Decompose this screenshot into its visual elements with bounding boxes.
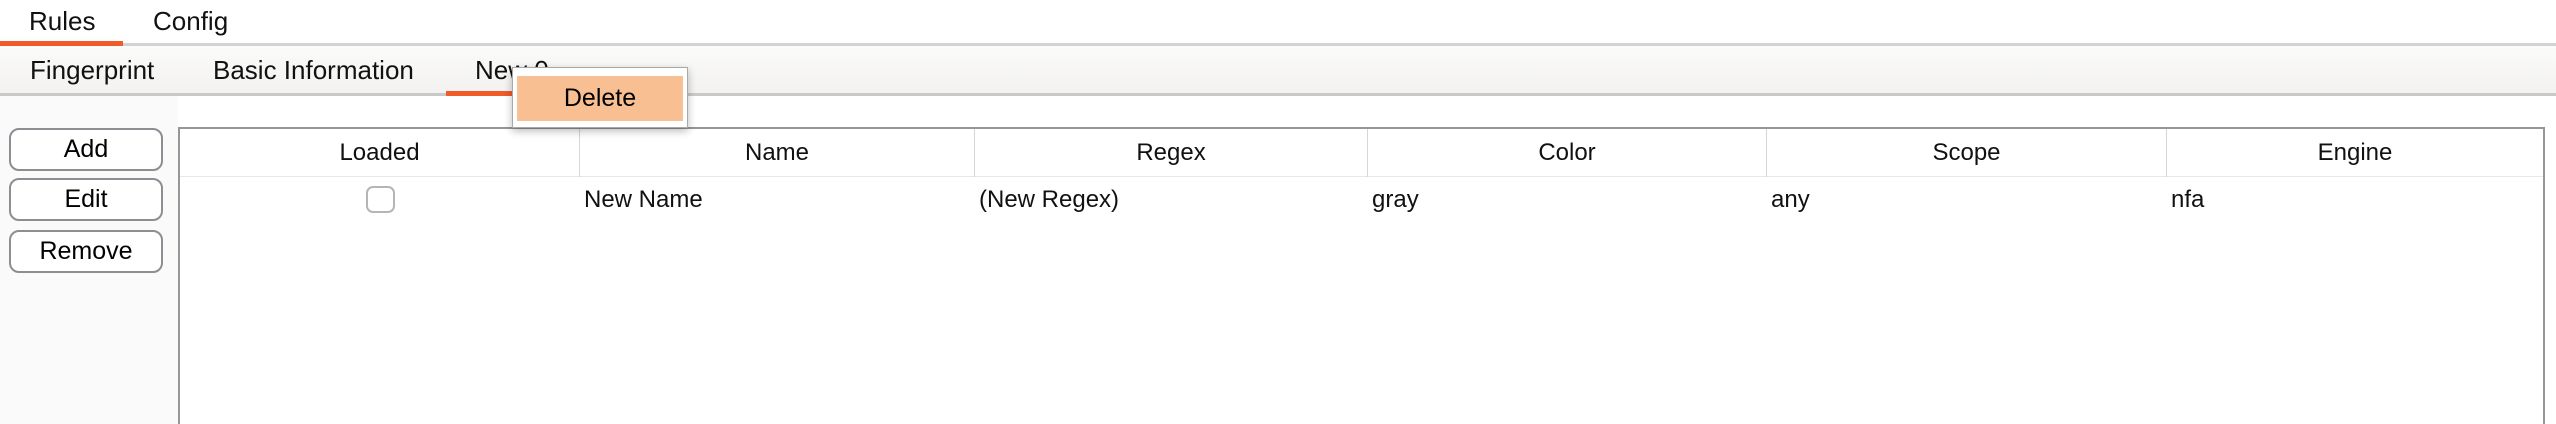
loaded-checkbox[interactable] — [365, 186, 395, 213]
context-menu: Delete — [512, 67, 688, 128]
active-tab-underline — [0, 41, 123, 46]
column-header-color[interactable]: Color — [1368, 129, 1767, 177]
remove-button[interactable]: Remove — [9, 230, 163, 273]
menu-item-delete[interactable]: Delete — [517, 76, 683, 121]
active-subtab-underline — [446, 91, 570, 96]
edit-button[interactable]: Edit — [9, 178, 163, 221]
tab-rules[interactable]: Rules — [29, 6, 96, 36]
tab-basic-information[interactable]: Basic Information — [213, 55, 414, 85]
column-header-engine[interactable]: Engine — [2317, 139, 2393, 166]
tab-fingerprint[interactable]: Fingerprint — [30, 55, 155, 85]
column-header-loaded[interactable]: Loaded — [180, 129, 580, 177]
cell-loaded — [180, 177, 580, 222]
table-row[interactable]: New Name (New Regex) gray any nfa — [180, 177, 2543, 222]
action-panel: Add Edit Remove — [0, 96, 178, 424]
table-header-row: Loaded Name Regex Color Scope Engine — [180, 129, 2543, 177]
secondary-tab-bar: Fingerprint Basic Information New 0 — [0, 46, 2556, 96]
tab-config[interactable]: Config — [153, 6, 229, 36]
cell-regex: (New Regex) — [979, 185, 1120, 213]
cell-name: New Name — [584, 185, 703, 213]
add-button[interactable]: Add — [9, 128, 163, 171]
column-header-regex[interactable]: Regex — [975, 129, 1368, 177]
column-header-name[interactable]: Name — [580, 129, 975, 177]
cell-color: gray — [1372, 185, 1419, 213]
cell-engine: nfa — [2171, 185, 2205, 213]
cell-scope: any — [1771, 185, 1810, 213]
column-header-scope[interactable]: Scope — [1767, 129, 2167, 177]
rules-table: Loaded Name Regex Color Scope Engine New… — [178, 127, 2545, 424]
primary-tab-bar: Rules Config — [0, 0, 2556, 46]
